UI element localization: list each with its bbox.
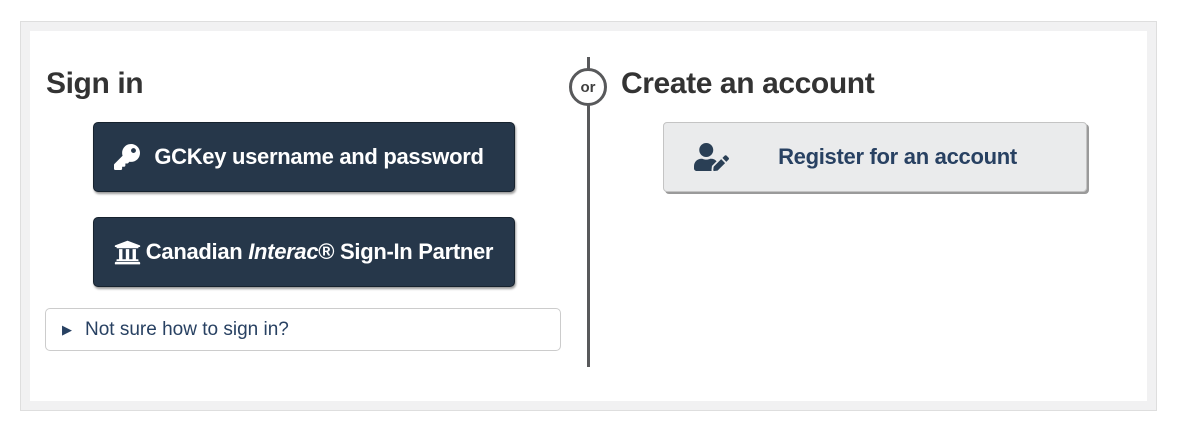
- gckey-signin-button[interactable]: GCKey username and password: [93, 122, 515, 192]
- register-button[interactable]: Register for an account: [663, 122, 1087, 192]
- create-account-heading: Create an account: [621, 67, 875, 100]
- signin-heading: Sign in: [46, 67, 144, 100]
- interac-button-label: Canadian Interac® Sign-In Partner: [145, 239, 494, 264]
- signin-panel: Sign in GCKey username and password Cana…: [20, 21, 1157, 411]
- help-details-toggle[interactable]: ▶ Not sure how to sign in?: [45, 308, 561, 351]
- or-badge: or: [569, 68, 607, 106]
- gckey-button-label: GCKey username and password: [154, 144, 484, 169]
- user-edit-icon: [694, 143, 729, 171]
- register-button-label: Register for an account: [778, 144, 1017, 169]
- bank-icon: [114, 239, 141, 266]
- interac-signin-button[interactable]: Canadian Interac® Sign-In Partner: [93, 217, 515, 287]
- help-toggle-label: Not sure how to sign in?: [85, 318, 289, 340]
- or-badge-label: or: [580, 78, 596, 96]
- triangle-right-icon: ▶: [62, 322, 72, 337]
- divider-line: [587, 57, 590, 367]
- key-icon: [114, 144, 140, 170]
